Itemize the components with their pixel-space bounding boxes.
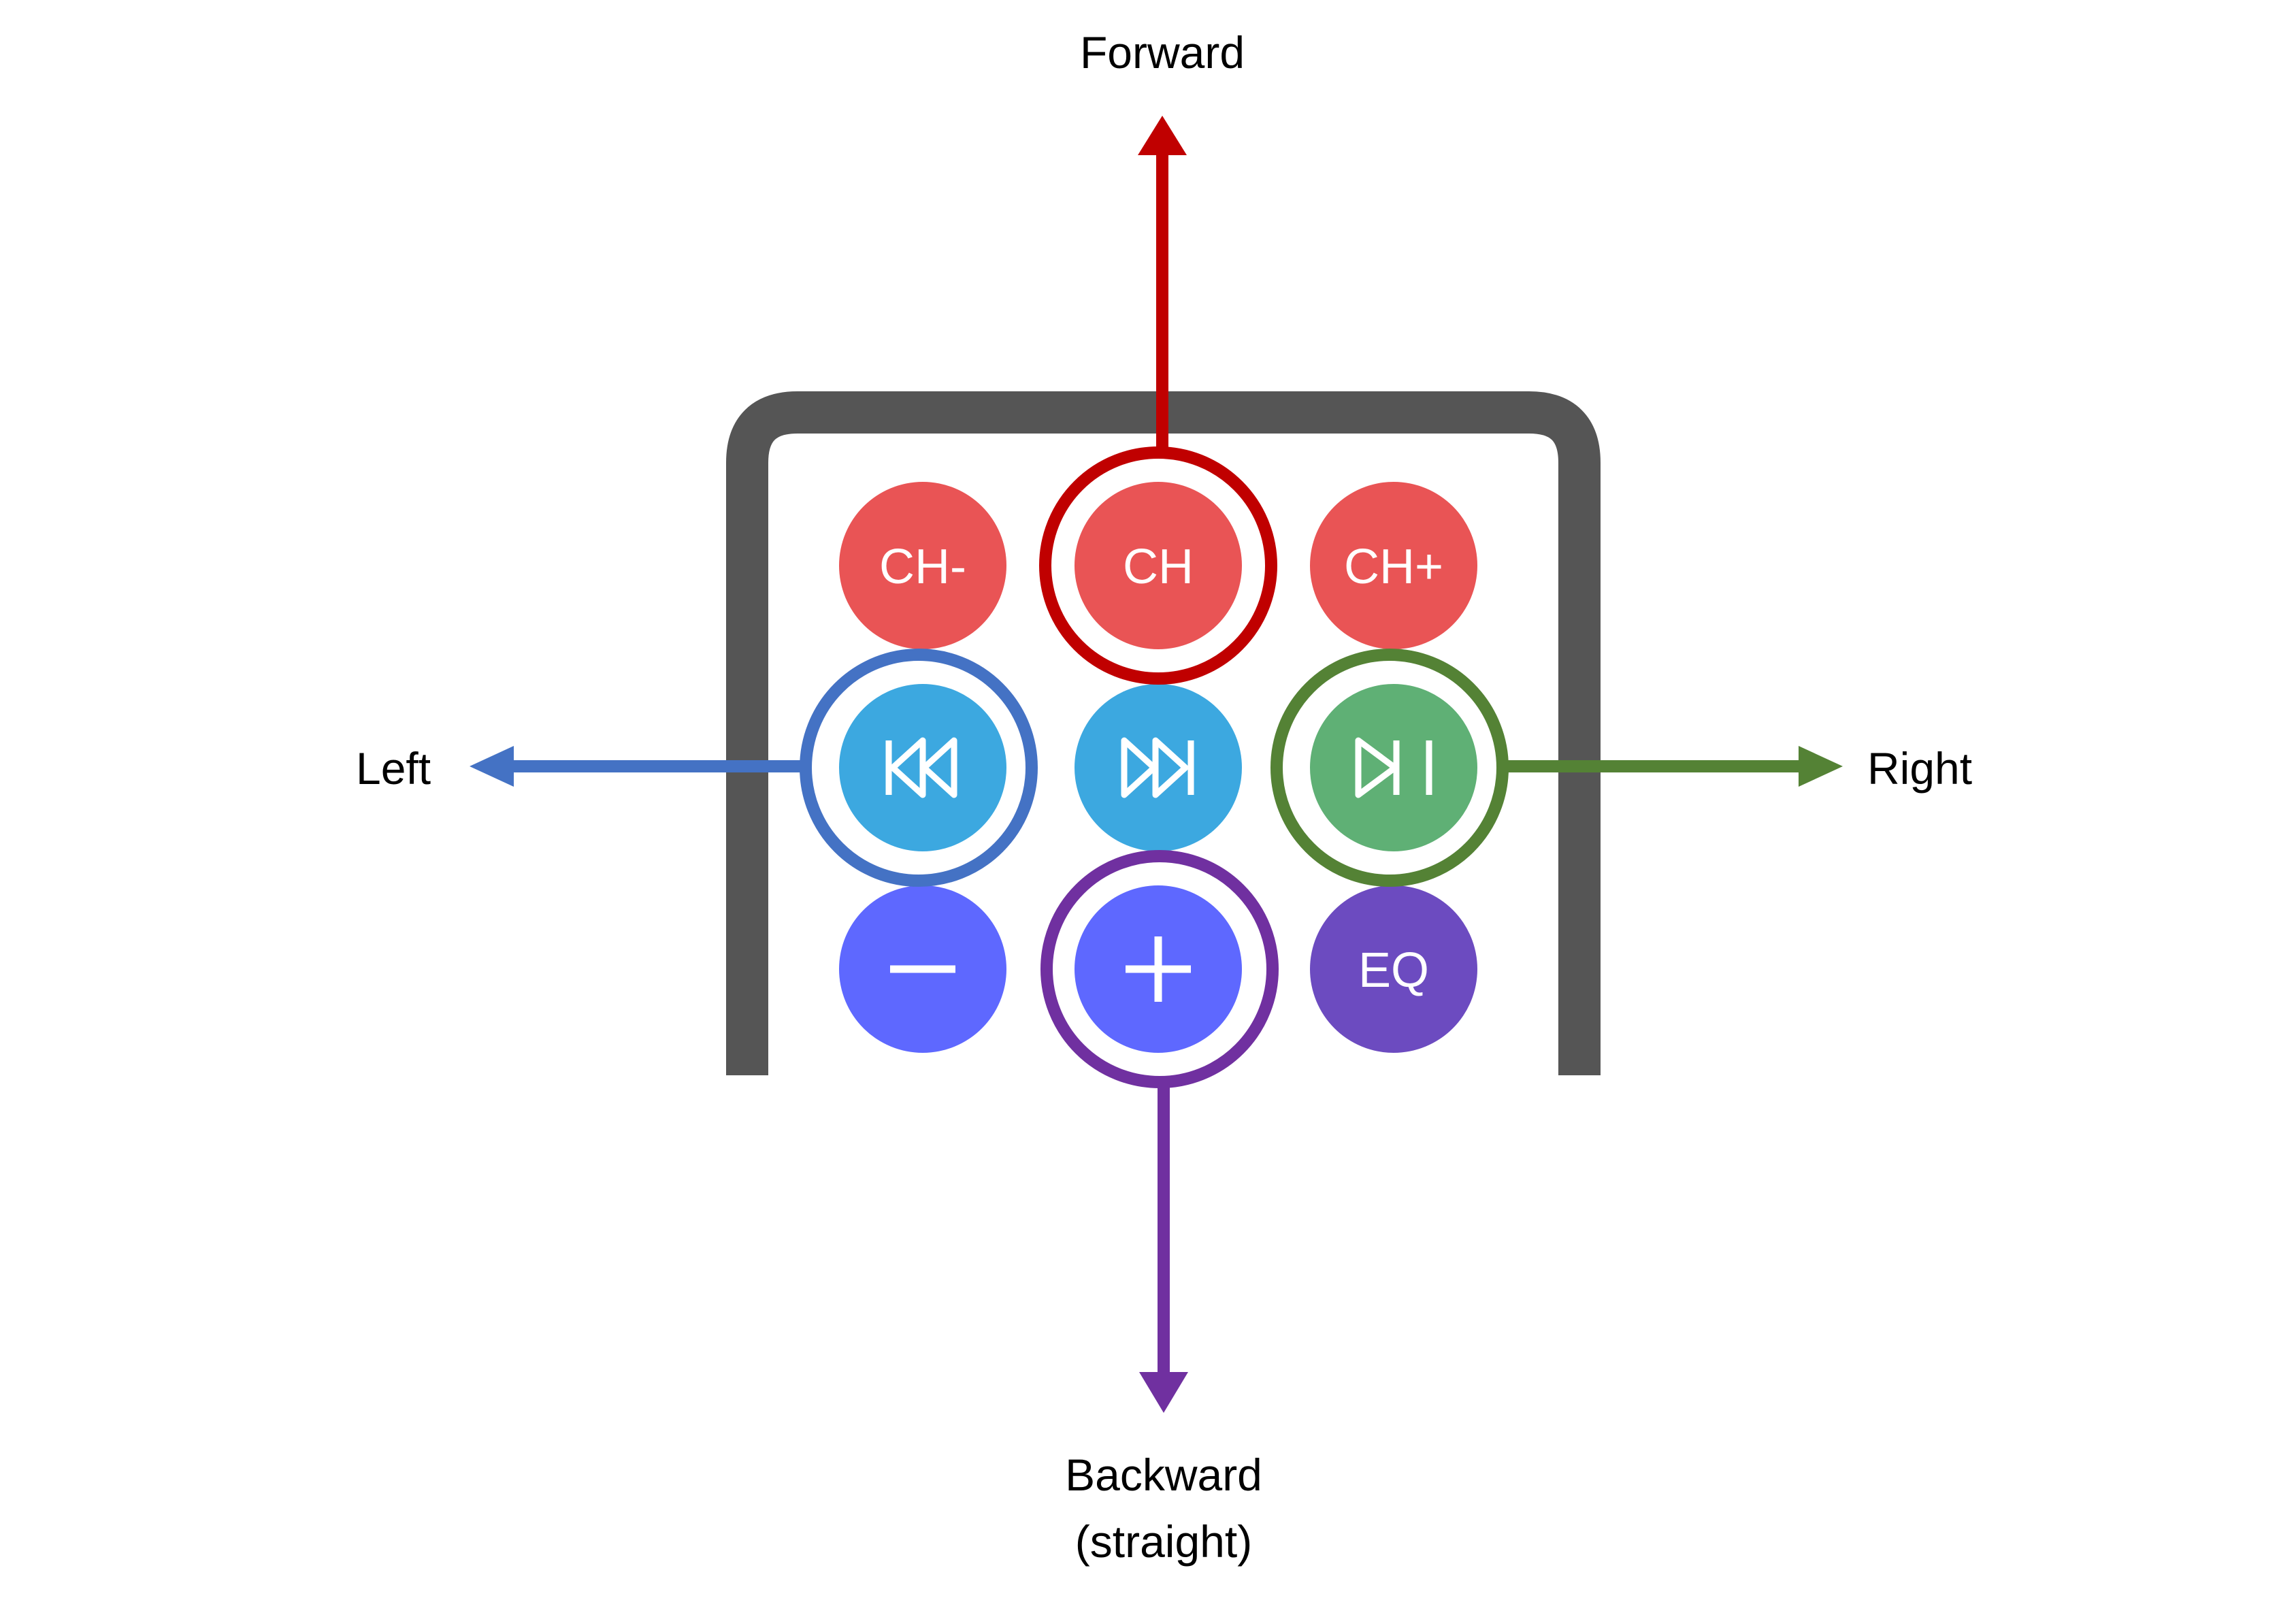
rewind-icon <box>885 737 957 798</box>
backward-label-line2: (straight) <box>1075 1516 1252 1567</box>
left-arrowhead <box>470 746 514 787</box>
ch-button[interactable]: CH <box>1075 482 1242 649</box>
left-label: Left <box>356 743 431 794</box>
backward-label-line1: Backward <box>1065 1450 1262 1500</box>
forward-label: Forward <box>1080 27 1245 78</box>
eq-label: EQ <box>1358 943 1429 998</box>
forward-highlight-ring <box>1039 446 1277 685</box>
minus-button[interactable] <box>839 885 1006 1053</box>
ch-minus-button[interactable]: CH- <box>839 482 1006 649</box>
right-label: Right <box>1867 743 1972 794</box>
prev-button[interactable] <box>839 684 1006 851</box>
next-button[interactable] <box>1075 684 1242 851</box>
fast-forward-icon <box>1121 737 1194 798</box>
eq-button[interactable]: EQ <box>1310 885 1477 1053</box>
ch-plus-label: CH+ <box>1344 540 1443 594</box>
play-pause-button[interactable] <box>1310 684 1477 851</box>
backward-arrowhead <box>1139 1372 1188 1413</box>
ch-label: CH <box>1123 540 1194 594</box>
ch-minus-label: CH- <box>879 540 966 594</box>
plus-button[interactable] <box>1075 885 1242 1053</box>
play-pause-icon <box>1355 737 1432 798</box>
plus-icon <box>1126 936 1191 1002</box>
forward-arrowhead <box>1138 116 1187 155</box>
right-arrowhead <box>1799 746 1843 787</box>
ch-plus-button[interactable]: CH+ <box>1310 482 1477 649</box>
